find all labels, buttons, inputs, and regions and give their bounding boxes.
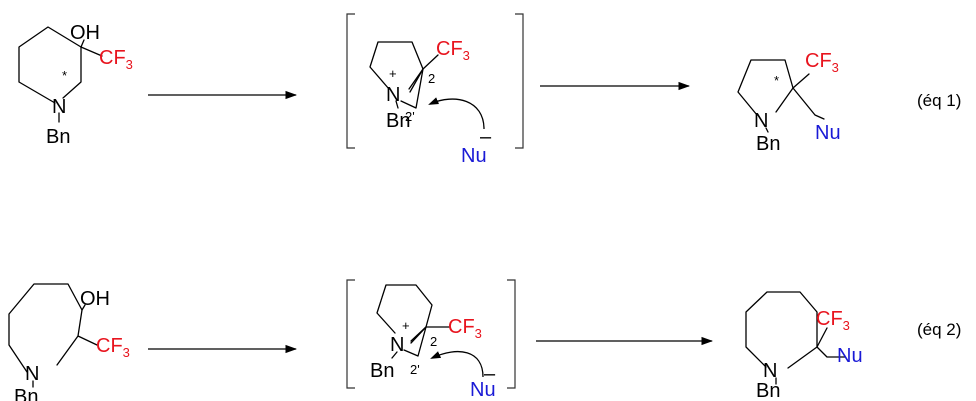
eq2-intermediate-n: N [390, 334, 404, 356]
eq1-intermediate-plus: + [389, 66, 397, 81]
eq1-curved-attack-arrow [428, 97, 485, 130]
eq1-product-cf3: CF3 [805, 50, 839, 75]
eq1-reactant-cf3: CF3 [99, 47, 133, 72]
eq2-bracket-right [507, 279, 516, 389]
eq2-reactant-oh: OH [80, 288, 110, 310]
eq1-bracket-left [346, 13, 355, 149]
eq2-reactant-ring-bonds [8, 283, 83, 373]
eq1-nucleophile: Nu [461, 145, 487, 167]
eq1-intermediate-cf3-bond [422, 54, 439, 70]
eq1-intermediate-position-2prime: 2' [405, 109, 415, 124]
eq1-intermediate-cf3: CF3 [436, 38, 470, 63]
eq1-product-ring-bonds [737, 59, 794, 116]
eq1-product-cf3-bond [792, 73, 810, 89]
eq1-reactant-bn: Bn [46, 126, 70, 148]
eq2-product-ch2-bonds [816, 346, 846, 358]
equation-1: OH CF3 * N Bn CF3 + N 2 Bn 2' Nu – [18, 13, 961, 167]
eq1-bracket-right [515, 13, 524, 149]
eq2-product-cf3-bond [816, 327, 828, 348]
eq2-reactant-bn: Bn [14, 386, 38, 401]
eq2-product-n: N [763, 360, 777, 382]
eq1-nucleophile-charge: – [480, 126, 492, 148]
eq1-product-bn-bond [765, 127, 769, 133]
eq2-intermediate-aziridine-bonds [403, 326, 427, 357]
eq1-reactant-piperidinol: OH CF3 * N Bn [18, 22, 133, 148]
eq1-intermediate-position-2: 2 [428, 71, 435, 86]
eq1-reactant-oh: OH [70, 22, 100, 44]
eq2-nucleophile-charge: – [484, 363, 496, 385]
equation-2: OH CF3 N Bn CF3 + N 2 Bn 2' Nu – [8, 279, 961, 401]
eq2-intermediate-plus: + [402, 318, 410, 333]
eq1-intermediate-aziridinium: CF3 + N 2 Bn 2' Nu – [369, 38, 492, 167]
eq2-reactant-n: N [25, 363, 39, 385]
eq1-product-bn: Bn [756, 133, 780, 155]
eq1-intermediate-ring-fusion [408, 68, 424, 90]
eq2-curved-attack-arrow [430, 350, 484, 378]
eq1-reactant-ring-bonds [18, 26, 82, 104]
eq2-product-nu: Nu [837, 345, 863, 367]
eq2-product-piperidine: CF3 N Bn Nu [745, 291, 863, 401]
eq2-reactant-cf3: CF3 [96, 335, 130, 360]
eq1-intermediate-aziridine-bonds [400, 68, 424, 109]
eq1-intermediate-bn: Bn [386, 110, 410, 132]
eq1-reactant-oh-bond [80, 39, 85, 48]
eq1-reactant-n: N [52, 96, 66, 118]
eq2-reactant-azepanol: OH CF3 N Bn [8, 283, 130, 401]
eq2-intermediate-position-2prime: 2' [410, 362, 420, 377]
eq2-intermediate-cf3: CF3 [448, 316, 482, 341]
eq1-product-n: N [754, 110, 768, 132]
eq1-product-nu: Nu [815, 122, 841, 144]
eq1-product-pyrrolidine: CF3 * N Bn Nu [737, 50, 841, 155]
eq2-intermediate-bn-bond [391, 351, 398, 359]
eq1-reactant-cf3-bond [80, 46, 103, 57]
eq2-intermediate-ring-fusion [410, 326, 427, 342]
eq2-product-cf3: CF3 [816, 308, 850, 333]
eq1-label: (éq 1) [917, 91, 961, 110]
eq1-product-stereocenter-star: * [774, 73, 779, 88]
eq2-bracket-left [346, 279, 355, 389]
eq1-intermediate-bn-bond [395, 100, 399, 109]
eq1-product-ch2-bonds [792, 87, 825, 120]
eq2-label: (éq 2) [917, 320, 961, 339]
eq2-reactant-cf3-bond [77, 335, 98, 346]
eq2-intermediate-position-2: 2 [430, 334, 437, 349]
eq1-reactant-stereocenter-star: * [62, 68, 67, 83]
eq1-intermediate-n: N [386, 84, 400, 106]
eq2-nucleophile: Nu [470, 379, 496, 401]
eq2-product-ring-bonds [745, 291, 818, 369]
eq2-intermediate-aziridinium: CF3 + N 2 Bn 2' Nu – [370, 284, 496, 401]
eq2-product-bn: Bn [756, 380, 780, 401]
eq2-reactant-oh-bond [81, 304, 86, 311]
eq2-intermediate-bn: Bn [370, 360, 394, 382]
